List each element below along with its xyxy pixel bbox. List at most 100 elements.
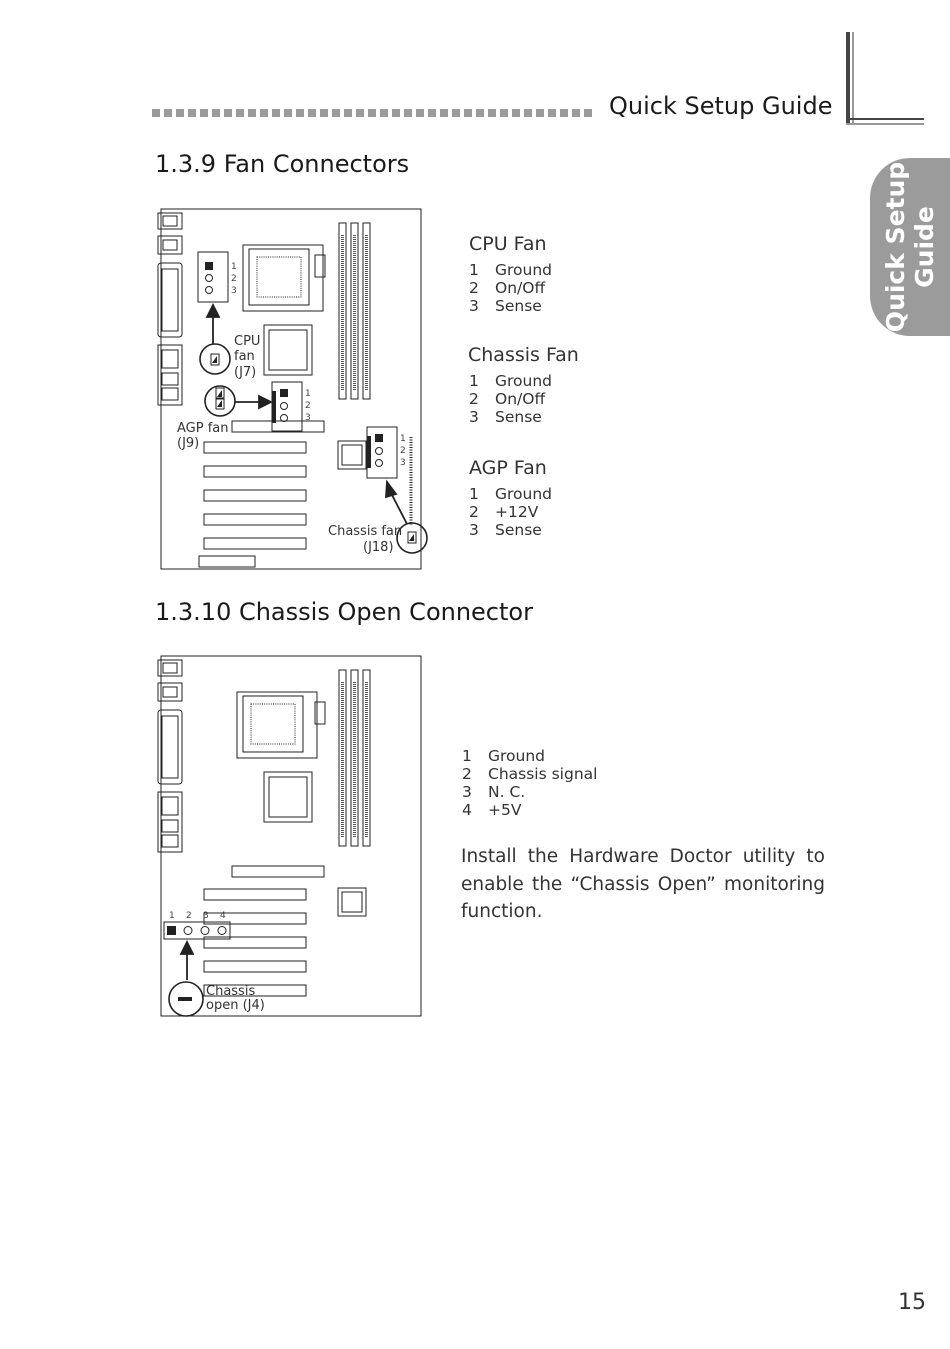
cpu-socket bbox=[236, 691, 318, 759]
cpu-socket bbox=[242, 244, 324, 312]
chassis-fan-label-1: Chassis fan bbox=[328, 524, 402, 539]
chassis-fan-heading: Chassis Fan bbox=[468, 344, 579, 366]
chassis-open-pin-1: 1 bbox=[169, 911, 175, 921]
pci-slot-4 bbox=[203, 513, 307, 526]
header-dotted-rule bbox=[152, 109, 598, 119]
dimm-slot-2 bbox=[350, 669, 359, 847]
header-dot bbox=[164, 109, 172, 117]
header-dot bbox=[488, 109, 496, 117]
section-title-chassis-open: 1.3.10 Chassis Open Connector bbox=[155, 598, 533, 626]
side-tab-line-2: Guide bbox=[910, 206, 939, 288]
agp-fan-heading: AGP Fan bbox=[469, 457, 547, 479]
header-dot bbox=[272, 109, 280, 117]
chassis-open-paragraph: Install the Hardware Doctor utility to e… bbox=[461, 846, 825, 922]
pci-slot-3 bbox=[203, 489, 307, 502]
agp-fan-pin-2: 2 bbox=[305, 401, 311, 411]
header-dot bbox=[572, 109, 580, 117]
pci-slot-4 bbox=[203, 960, 307, 973]
dimm-slot-2 bbox=[350, 222, 359, 400]
header-dot bbox=[284, 109, 292, 117]
header-dot bbox=[236, 109, 244, 117]
list-item: 2+12V bbox=[469, 503, 539, 521]
pci-slot-5 bbox=[203, 984, 307, 997]
cpu-fan-label-2: fan bbox=[234, 349, 255, 364]
chassis-fan-pin-1: 1 bbox=[400, 434, 406, 444]
side-tab-label: Quick Setup Guide bbox=[881, 162, 939, 332]
header-dot bbox=[260, 109, 268, 117]
header-dot bbox=[200, 109, 208, 117]
pci-slot-5 bbox=[203, 537, 307, 550]
corner-mark bbox=[846, 32, 850, 124]
agp-slot bbox=[231, 420, 325, 433]
cpu-fan-label-3: (J7) bbox=[234, 365, 256, 380]
usb-port bbox=[157, 682, 183, 702]
header-dot bbox=[368, 109, 376, 117]
agp-fan-label-1: AGP fan bbox=[177, 421, 229, 436]
header-dot bbox=[584, 109, 592, 117]
header-dot bbox=[296, 109, 304, 117]
cpu-fan-pin-1: 1 bbox=[231, 262, 237, 272]
corner-mark-shadow bbox=[852, 32, 854, 124]
side-tab: Quick Setup Guide bbox=[870, 158, 950, 336]
pci-slot-1 bbox=[203, 441, 307, 454]
dimm-slot-1 bbox=[338, 669, 347, 847]
chassis-open-pin-2: 2 bbox=[186, 911, 192, 921]
header-dot bbox=[404, 109, 412, 117]
side-tab-line-1: Quick Setup bbox=[881, 161, 910, 333]
chassis-open-pin-3: 3 bbox=[203, 911, 209, 921]
header-dot bbox=[248, 109, 256, 117]
header-dot bbox=[344, 109, 352, 117]
list-item: 4+5V bbox=[462, 801, 522, 819]
agp-fan-label-2: (J9) bbox=[177, 436, 199, 451]
pci-slot-1 bbox=[203, 888, 307, 901]
header-dot bbox=[476, 109, 484, 117]
isa-slot bbox=[198, 555, 256, 568]
chipset bbox=[263, 324, 313, 376]
cpu-fan-label-1: CPU bbox=[234, 334, 260, 349]
chassis-fan-label-2: (J18) bbox=[363, 540, 394, 555]
header-dot bbox=[152, 109, 160, 117]
pci-slot-2 bbox=[203, 465, 307, 478]
header-dot bbox=[452, 109, 460, 117]
header-dot bbox=[500, 109, 508, 117]
header-dot bbox=[512, 109, 520, 117]
cpu-fan-pin-3: 3 bbox=[231, 286, 237, 296]
section-title-fan-connectors: 1.3.9 Fan Connectors bbox=[155, 150, 410, 178]
fan-connectors-diagram: CPU fan (J7) AGP fan (J9) Chassis fan (J… bbox=[157, 208, 428, 570]
agp-fan-locator bbox=[204, 385, 236, 417]
ps2-port bbox=[157, 212, 183, 230]
chassis-open-zoom bbox=[163, 921, 231, 940]
parallel-port bbox=[157, 709, 183, 785]
header-dot bbox=[524, 109, 532, 117]
chassis-fan-locator bbox=[396, 522, 428, 554]
header-title: Quick Setup Guide bbox=[609, 92, 833, 120]
header-dot bbox=[188, 109, 196, 117]
io-chip bbox=[337, 887, 367, 917]
page-number: 15 bbox=[898, 1290, 926, 1315]
cpu-fan-heading: CPU Fan bbox=[469, 233, 547, 255]
cpu-fan-zoom bbox=[197, 251, 229, 303]
chassis-open-diagram: 1 2 3 4 Chassis open (J4) bbox=[157, 655, 422, 1017]
header-dot bbox=[332, 109, 340, 117]
header-dot bbox=[380, 109, 388, 117]
cpu-fan-locator bbox=[199, 343, 231, 375]
ps2-port bbox=[157, 659, 183, 677]
header-dot bbox=[548, 109, 556, 117]
agp-slot bbox=[231, 865, 325, 878]
io-chip bbox=[337, 440, 367, 470]
dimm-slot-3 bbox=[362, 222, 371, 400]
